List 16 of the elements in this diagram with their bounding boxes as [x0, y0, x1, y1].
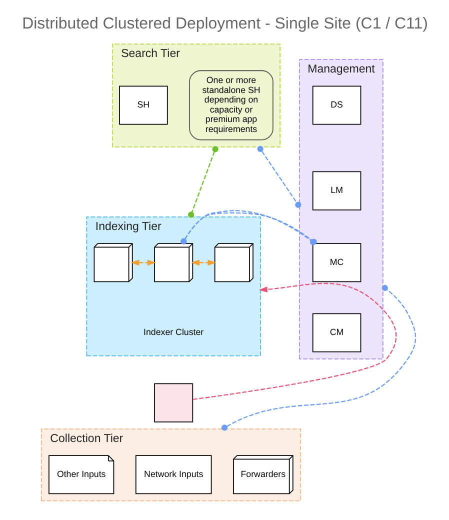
node-box: CM: [312, 313, 361, 352]
connector: [256, 146, 301, 208]
node-box: DS: [312, 86, 361, 125]
node-box: [154, 383, 193, 422]
arrow: [130, 260, 156, 266]
arrow: [192, 282, 396, 400]
node-box: Network Inputs: [134, 455, 212, 494]
cluster: Indexing Tier Indexer Cluster: [86, 216, 260, 356]
node-box: LM: [312, 171, 361, 210]
node-box: MC: [312, 243, 361, 282]
connector: [188, 146, 218, 218]
node-box: One or more standalone SH depending on capacity or premium app requirements: [188, 70, 273, 140]
arrow: [190, 260, 216, 266]
connector: [220, 284, 416, 431]
diagram-title: Distributed Clustered Deployment - Single Site (C1 / C11): [22, 15, 428, 32]
node-box: SH: [118, 86, 168, 125]
